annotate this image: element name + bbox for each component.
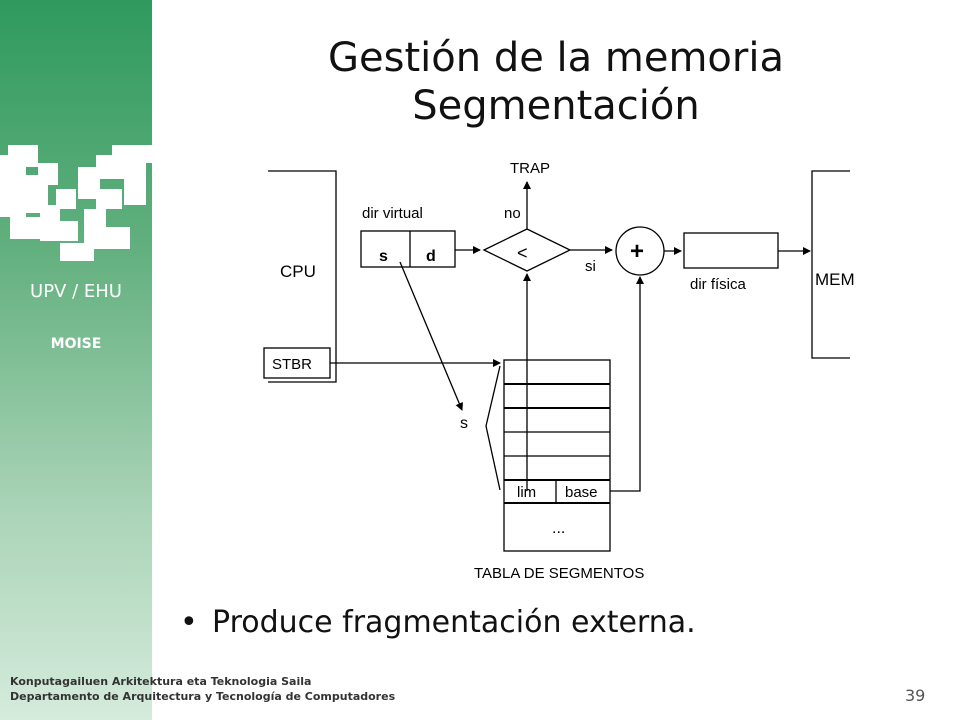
page-number: 39	[905, 686, 926, 705]
org-subtitle: MOISE	[50, 336, 102, 352]
title-line-1: Gestión de la memoria	[328, 35, 784, 81]
plus-symbol: +	[630, 238, 644, 265]
footer-line-2: Departamento de Arquitectura y Tecnologí…	[10, 690, 396, 703]
bullet-dot-icon: •	[180, 605, 198, 640]
org-name: UPV / EHU	[30, 281, 122, 302]
s-field: s	[379, 248, 388, 265]
stbr-label: STBR	[272, 356, 312, 373]
dir-virtual-label: dir virtual	[362, 205, 423, 222]
lim-label: lim	[517, 484, 536, 501]
university-logo	[0, 145, 152, 261]
s-index-label: s	[460, 415, 468, 432]
d-field: d	[426, 248, 436, 265]
bullet-item: • Produce fragmentación externa.	[180, 605, 696, 640]
mem-label: MEM	[815, 270, 855, 289]
title-line-2: Segmentación	[412, 83, 700, 129]
virtual-address-box	[360, 230, 456, 268]
less-than-symbol: <	[517, 243, 528, 263]
table-caption: TABLA DE SEGMENTOS	[474, 565, 644, 582]
si-label: si	[585, 258, 596, 275]
no-label: no	[504, 205, 521, 222]
ellipsis-label: ...	[552, 520, 565, 537]
cpu-label: CPU	[280, 262, 316, 281]
physical-address-box	[683, 232, 779, 269]
footer: Konputagailuen Arkitektura eta Teknologi…	[10, 674, 395, 704]
slide-title: Gestión de la memoria Segmentación	[152, 34, 960, 130]
mem-bracket	[811, 170, 850, 359]
footer-line-1: Konputagailuen Arkitektura eta Teknologi…	[10, 675, 312, 688]
trap-label: TRAP	[510, 160, 550, 177]
base-label: base	[565, 484, 598, 501]
sidebar: UPV / EHU MOISE	[0, 0, 152, 720]
bullet-text: Produce fragmentación externa.	[212, 605, 696, 640]
cpu-bracket	[268, 170, 337, 383]
dir-fisica-label: dir física	[690, 276, 747, 293]
